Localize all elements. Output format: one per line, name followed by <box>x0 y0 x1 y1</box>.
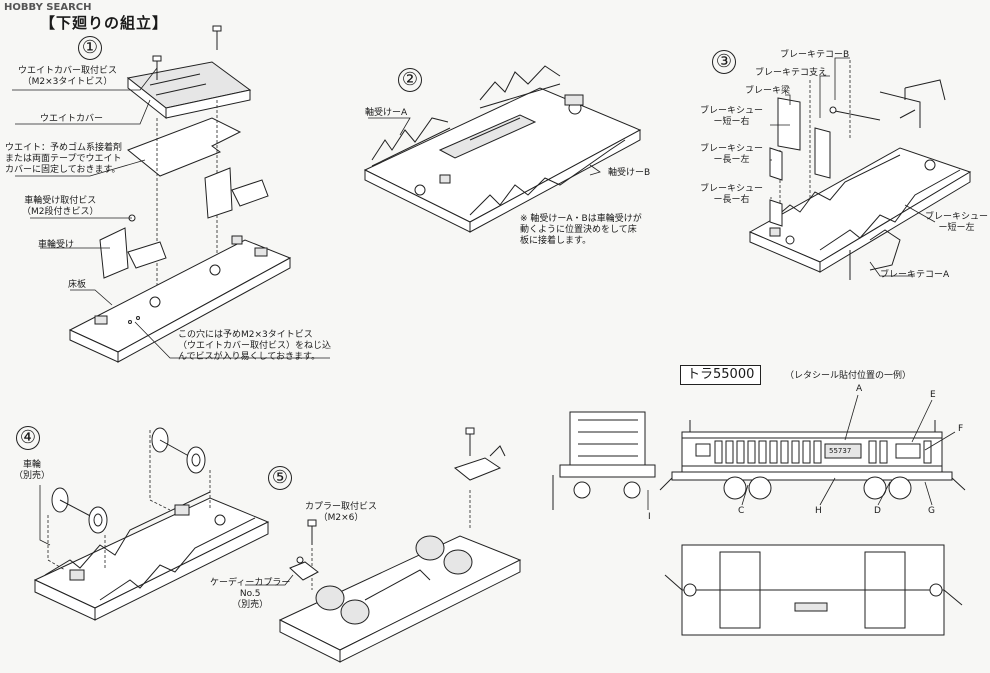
step4-drawing <box>33 427 270 621</box>
label-wheel: 車輪 （別売） <box>14 460 51 481</box>
label-coupler: ケーディーカプラー No.5 （別売） <box>210 578 291 610</box>
marker-h: H <box>815 506 822 516</box>
marker-i: I <box>648 512 651 522</box>
label-wheel-holder: 車輪受け <box>38 240 75 250</box>
label-hole-note: この穴には予めM2×3タイトビス （ウエイトカバー取付ビス）をねじ込 んでビスが… <box>178 330 332 362</box>
label-brake-lever-a: ブレーキテコーA <box>880 270 950 280</box>
model-name: トラ55000 <box>680 365 762 385</box>
label-axle-holder-b: 軸受けーB <box>608 168 651 178</box>
weight-plate <box>127 117 242 177</box>
step-number-5: ⑤ <box>268 466 292 490</box>
label-shoe-short-right: ブレーキシュー ー短ー右 <box>700 106 764 127</box>
page-title: 【下廻りの組立】 <box>40 14 169 32</box>
marker-g: G <box>928 506 935 516</box>
wheel-holder-right <box>204 167 233 219</box>
marker-d: D <box>874 506 881 516</box>
label-shoe-long-left: ブレーキシュー ー長ー左 <box>700 144 764 165</box>
wheel-holder-left <box>99 227 129 279</box>
step-number-4: ④ <box>16 426 40 450</box>
model-caption: （レタシール貼付位置の一例） <box>785 371 912 381</box>
side-slat <box>879 440 888 464</box>
step-number-3: ③ <box>712 50 736 74</box>
step3-drawing <box>748 57 972 280</box>
side-slat <box>725 440 734 464</box>
label-brake-beam: ブレーキ梁 <box>745 86 791 96</box>
label-shoe-short-left: ブレーキシュー ー短ー左 <box>925 212 989 233</box>
side-slat <box>868 440 877 464</box>
model-views <box>552 394 966 636</box>
wheel-right-2 <box>186 446 206 474</box>
label-cover-screw: ウエイトカバー取付ビス （M2×3タイトビス） <box>18 66 118 87</box>
step1-drawing <box>12 25 330 363</box>
watermark: HOBBY SEARCH <box>4 2 92 13</box>
side-slat <box>791 440 800 464</box>
step-number-1: ① <box>78 36 102 60</box>
coupler-rear <box>453 457 502 481</box>
floor-plate-5 <box>278 535 522 651</box>
label-weight-cover: ウエイトカバー <box>40 114 104 124</box>
number-plate <box>824 443 862 459</box>
label-axle-note: ※ 軸受けーA・Bは車輪受けが 動くように位置決めをして床 板に接着します。 <box>520 214 642 246</box>
label-wheel-screw: 車輪受け取付ビス （M2段付きビス） <box>22 196 99 217</box>
side-slat <box>758 440 767 464</box>
label-floor: 床板 <box>68 280 87 290</box>
side-slat <box>747 440 756 464</box>
front-view-body <box>569 411 646 468</box>
label-weight-note: ウエイト：予めゴム系接着剤 または両面テープでウエイト カバーに固定しておきます… <box>5 143 123 175</box>
wheel-left-2 <box>88 506 108 534</box>
side-slat <box>813 440 822 464</box>
marker-f: F <box>958 424 964 434</box>
marker-c: C <box>738 506 745 516</box>
model-number: 55737 <box>829 447 852 455</box>
side-slat <box>780 440 789 464</box>
step5-drawing <box>245 427 522 663</box>
step2-drawing <box>363 65 642 233</box>
label-brake-lever-support: ブレーキテコ支え <box>755 68 828 78</box>
label-axle-holder-a: 軸受けーA <box>365 108 408 118</box>
marker-a: A <box>856 384 863 394</box>
coupler-front <box>289 561 319 581</box>
label-brake-lever-b: ブレーキテコーB <box>780 50 850 60</box>
marker-e: E <box>930 390 936 400</box>
side-slat <box>736 440 745 464</box>
label-shoe-long-right: ブレーキシュー ー長ー右 <box>700 184 764 205</box>
label-coupler-screw: カプラー取付ビス （M2×6） <box>305 502 378 523</box>
side-slat <box>923 440 932 464</box>
side-slat <box>802 440 811 464</box>
step-number-2: ② <box>398 68 422 92</box>
side-slat <box>714 440 723 464</box>
side-slat <box>769 440 778 464</box>
